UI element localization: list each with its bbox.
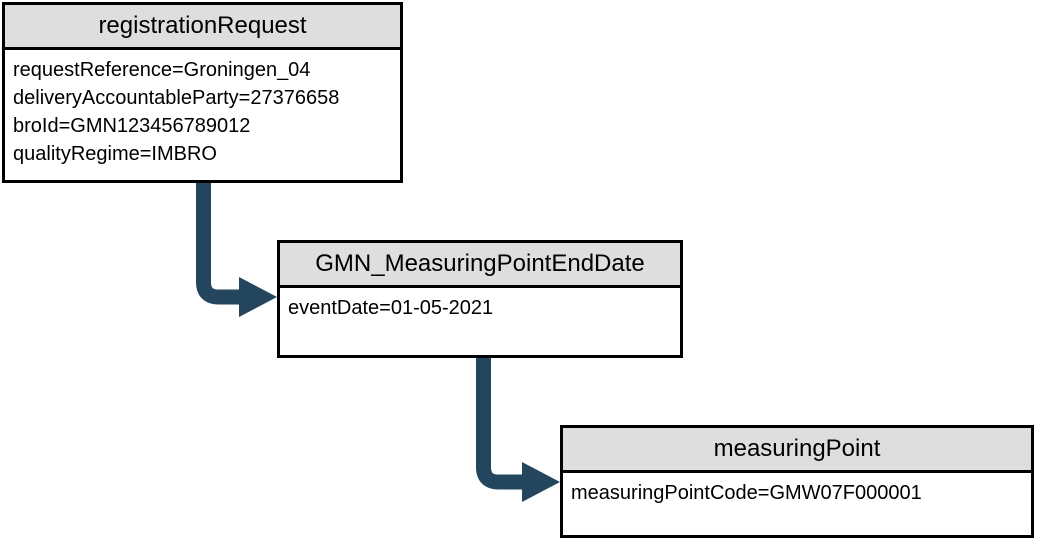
uml-box-measuring-point: measuringPoint measuringPointCode=GMW07F…	[560, 425, 1034, 538]
uml-attribute: broId=GMN123456789012	[13, 115, 251, 137]
connector-measuring-point-end-date-to-measuring-point	[476, 357, 560, 502]
uml-box-body: measuringPointCode=GMW07F000001	[563, 473, 1031, 535]
uml-box-header: GMN_MeasuringPointEndDate	[280, 243, 680, 288]
connector-line-2	[476, 357, 525, 490]
uml-attribute: deliveryAccountableParty=27376658	[13, 87, 340, 109]
uml-box-gmn-measuring-point-end-date: GMN_MeasuringPointEndDate eventDate=01-0…	[277, 240, 683, 358]
uml-attribute: eventDate=01-05-2021	[288, 297, 494, 319]
arrowhead-2	[522, 462, 560, 502]
uml-attribute: requestReference=Groningen_04	[13, 59, 311, 81]
connector-registration-request-to-measuring-point-end-date	[196, 182, 277, 317]
uml-attribute: measuringPointCode=GMW07F000001	[571, 482, 922, 504]
uml-box-body: requestReference=Groningen_04 deliveryAc…	[5, 50, 400, 180]
uml-box-registration-request: registrationRequest requestReference=Gro…	[2, 2, 403, 183]
uml-box-body: eventDate=01-05-2021	[280, 288, 680, 355]
uml-attribute: qualityRegime=IMBRO	[13, 143, 217, 165]
arrowhead-1	[239, 277, 277, 317]
uml-box-header: measuringPoint	[563, 428, 1031, 473]
connector-line-1	[196, 182, 242, 305]
uml-box-header: registrationRequest	[5, 5, 400, 50]
